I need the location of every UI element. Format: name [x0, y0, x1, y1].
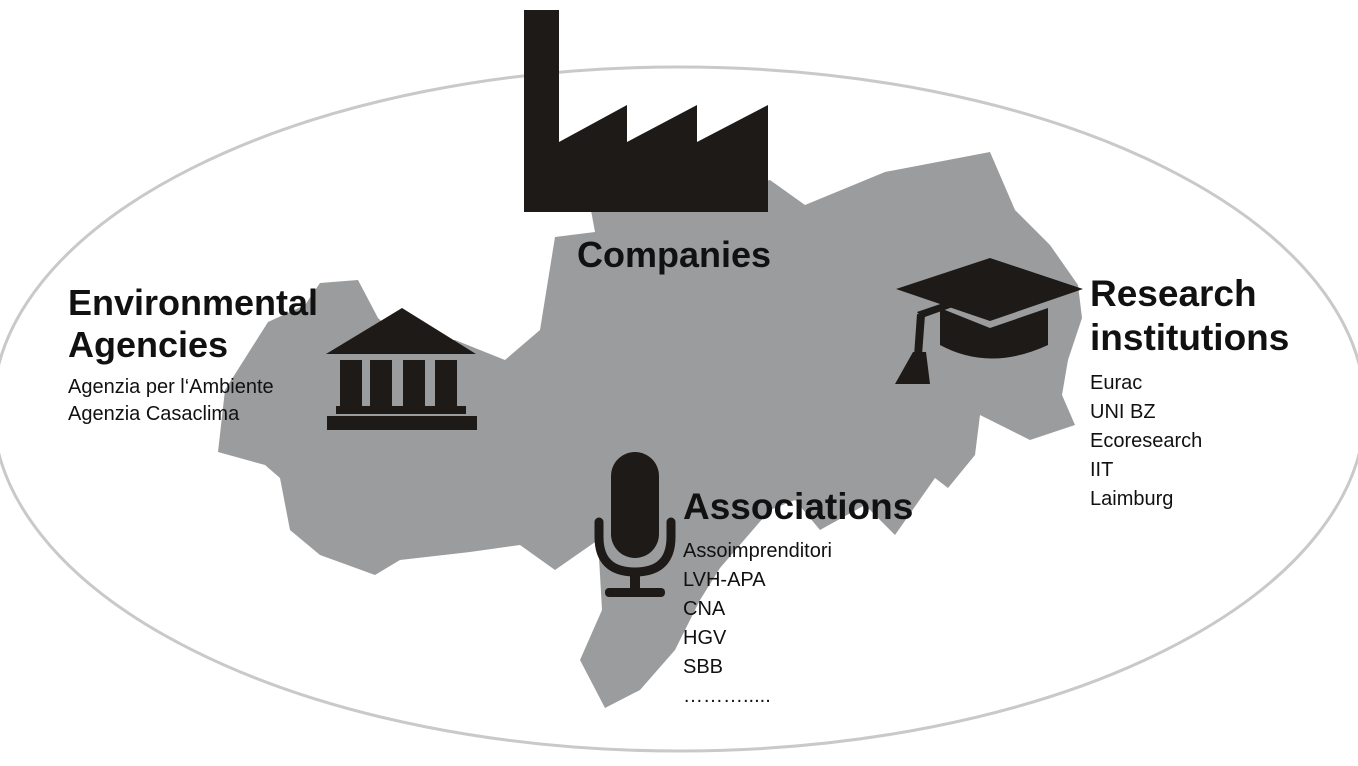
list-item: Laimburg	[1090, 488, 1174, 510]
research-institutions-list: Eurac UNI BZ Ecoresearch IIT Laimburg	[1090, 369, 1202, 514]
list-item: UNI BZ	[1090, 401, 1156, 423]
list-item: HGV	[683, 627, 727, 649]
associations-list: Assoimprenditori LVH-APA CNA HGV SBB …………	[683, 537, 832, 711]
list-item: CNA	[683, 598, 726, 620]
outline-ellipse	[0, 65, 1358, 753]
environmental-agencies-title-line: Environmental	[68, 282, 319, 323]
list-item: Agenzia Casaclima	[68, 403, 240, 425]
list-item: IIT	[1090, 459, 1114, 481]
factory-icon	[524, 10, 768, 212]
list-item: LVH-APA	[683, 569, 766, 591]
graduation-cap-icon	[895, 258, 1083, 384]
environmental-agencies-title: Environmental Agencies	[68, 282, 318, 366]
research-institutions-title: Research institutions	[1090, 272, 1289, 360]
list-item: ……….....​	[683, 685, 771, 707]
list-item: Ecoresearch	[1090, 430, 1203, 452]
research-institutions-title-line: institutions	[1090, 317, 1290, 358]
environmental-agencies-list: Agenzia per l‘Ambiente Agenzia Casaclima	[68, 374, 274, 428]
research-institutions-title-line: Research	[1090, 273, 1257, 314]
companies-title: Companies	[577, 234, 772, 275]
list-item: SBB	[683, 656, 724, 678]
environmental-agencies-title-line: Agencies	[68, 324, 229, 365]
government-building-icon	[326, 308, 477, 430]
list-item: Assoimprenditori	[683, 540, 832, 562]
microphone-icon	[594, 452, 676, 597]
list-item: Agenzia per l‘Ambiente	[68, 376, 274, 398]
associations-title: Associations	[683, 486, 914, 527]
list-item: Eurac	[1090, 372, 1143, 394]
region-map	[218, 152, 1082, 708]
